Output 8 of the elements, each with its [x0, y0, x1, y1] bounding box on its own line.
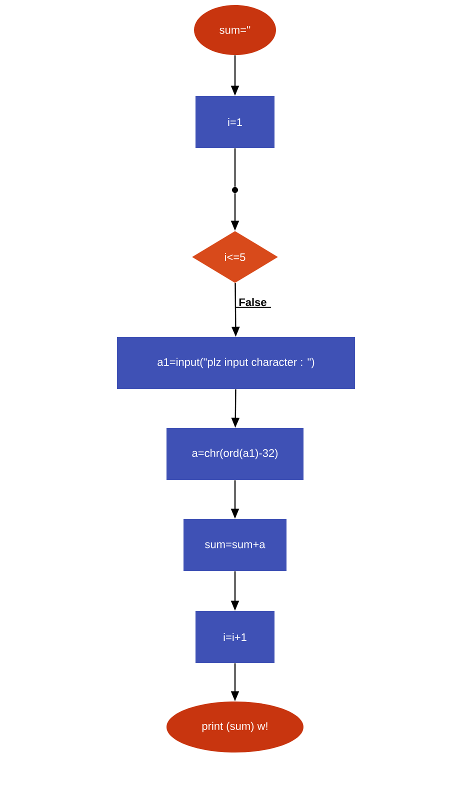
process-box: i=i+1 [196, 611, 274, 663]
edge-label: False [234, 298, 272, 308]
process-box: i=1 [196, 96, 274, 148]
process-box: a=chr(ord(a1)-32) [166, 428, 304, 480]
terminal-oval: print (sum) w! [166, 702, 304, 752]
terminal-oval: sum='' [194, 5, 276, 55]
process-box: sum=sum+a [184, 519, 286, 571]
process-box: a1=input("plz input character : ") [117, 337, 355, 389]
